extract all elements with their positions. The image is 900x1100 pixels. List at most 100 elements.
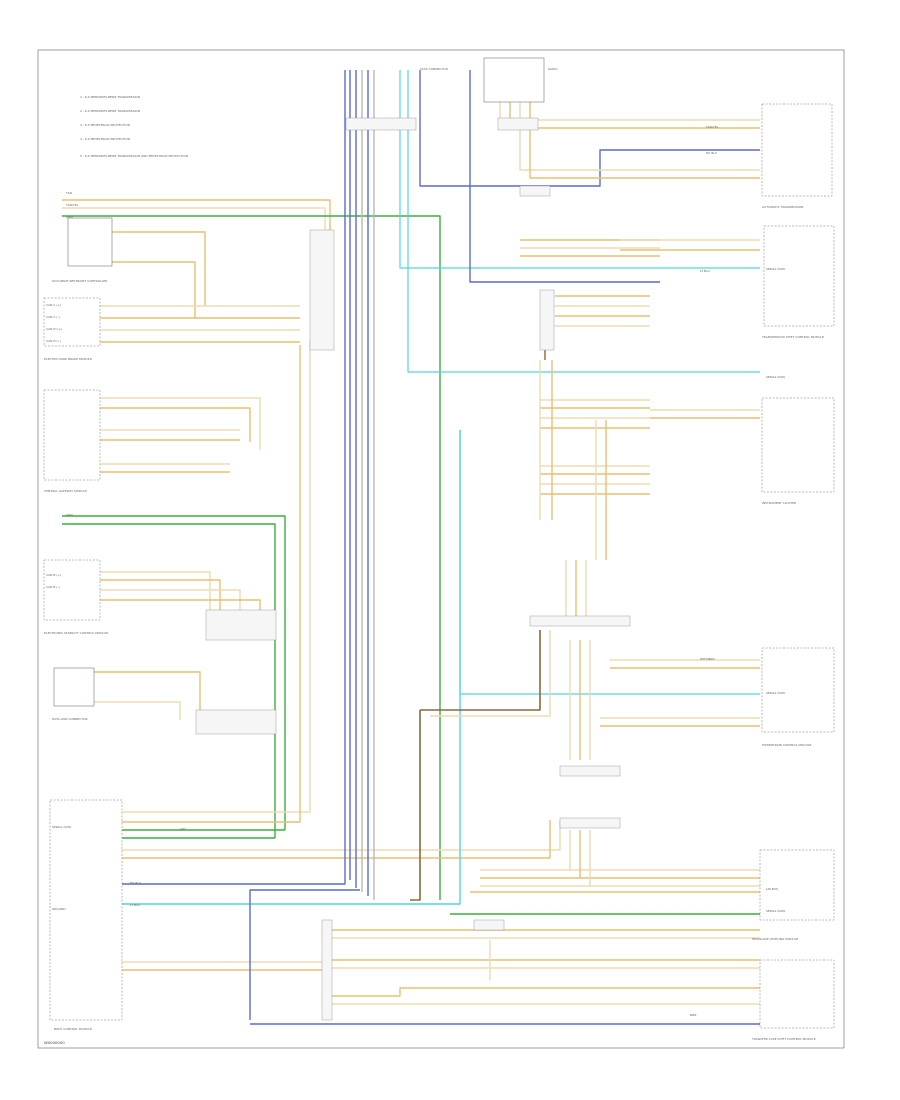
pin-label: SERIAL DATA	[766, 375, 786, 379]
legend: 1 - 6.0 MERCEDES-BENZ TRANSMISSION 2 - 6…	[80, 95, 188, 158]
wire-tag: GRN	[66, 215, 73, 219]
automatic-transmission-box	[761, 103, 833, 197]
wire	[399, 70, 760, 269]
connector	[529, 615, 631, 627]
wire	[519, 96, 760, 171]
wire	[469, 70, 660, 283]
wire	[407, 70, 760, 373]
electric-park-brake-label: ELECTRIC PARK BRAKE MODULE	[44, 357, 92, 361]
pin-label: SERIAL DATA	[766, 691, 786, 695]
wire	[122, 70, 346, 885]
wire	[419, 70, 760, 187]
star-connector-label: STAR CONNECTOR	[420, 67, 448, 71]
wire	[94, 671, 201, 720]
instrument-cluster-label: INSTRUMENT CLUSTER	[762, 501, 796, 505]
wire-layer	[62, 70, 760, 1025]
wire-tag: TAN/YEL	[705, 125, 719, 129]
connector	[309, 229, 335, 351]
pin-label: CAN IH (-)	[46, 339, 61, 343]
powertrain-control-box	[761, 647, 835, 733]
components: OCCUPANT RESTRAINT CONTROLLER ELECTRIC P…	[43, 57, 835, 1041]
wire	[100, 579, 221, 620]
wire	[100, 397, 261, 450]
pin-label: LIN BUS	[766, 887, 778, 891]
wire	[100, 571, 211, 620]
legend-item: 3 - 6.0 PEDESTRIAN PROTECTION	[80, 123, 130, 127]
wire	[112, 261, 196, 318]
wire-tag: DK BLU	[706, 151, 717, 155]
wire	[122, 820, 561, 851]
diagram-frame	[37, 49, 845, 1049]
occupant-restraint-box	[67, 217, 113, 267]
wire-tag: WHT/BRN	[700, 657, 714, 661]
wire	[122, 820, 551, 859]
wire-tag: GRY	[180, 827, 186, 831]
pin-label: CAN B (-)	[46, 585, 60, 589]
legend-item: 5 - 6.0 MERCEDES-BENZ TRANSMISSION AND P…	[80, 154, 188, 158]
automatic-transmission-label: AUTOMATIC TRANSMISSION	[762, 205, 803, 209]
electric-park-brake-box	[43, 297, 101, 347]
pin-label: GROUND	[52, 907, 66, 911]
transmission-shift-box	[763, 225, 835, 327]
legend-item: 2 - 6.0 MERCEDES-BENZ TRANSMISSION	[80, 109, 140, 113]
body-control-label: BODY CONTROL MODULE	[54, 1027, 92, 1031]
instrument-cluster-box	[761, 397, 835, 493]
radio-label: RADIO	[548, 67, 558, 71]
electronic-stability-box	[43, 559, 101, 621]
wire	[529, 96, 760, 179]
wire-tag: GRN	[66, 513, 73, 517]
data-link-box	[53, 667, 95, 707]
transmission-shift-label: TRANSMISSION SHIFT CONTROL MODULE	[761, 335, 824, 339]
legend-item: 4 - 6.0 PEDESTRIAN PROTECTION	[80, 137, 130, 141]
wire	[100, 407, 251, 442]
wire	[112, 231, 206, 306]
wire	[509, 96, 760, 129]
pin-label: CAN C (+)	[46, 303, 61, 307]
pin-label: CAN B (+)	[46, 573, 61, 577]
diagram-code: W0000000	[44, 1040, 65, 1045]
connector	[205, 609, 277, 641]
connector	[321, 919, 333, 1021]
wire	[122, 340, 311, 813]
connector	[559, 817, 621, 829]
wire-tag: DK BLU	[130, 881, 141, 885]
pin-label: CAN IH (+)	[46, 327, 62, 331]
wire	[430, 630, 551, 717]
wire-tag: LT BLU	[700, 269, 710, 273]
wire	[62, 215, 441, 900]
radio-box	[483, 57, 545, 103]
connector	[345, 117, 417, 131]
wire-tag: TAN/YEL	[65, 203, 79, 207]
connector	[195, 709, 277, 735]
body-control-box	[49, 799, 123, 1021]
connector	[559, 765, 621, 777]
pin-label: SERIAL DATA	[766, 909, 786, 913]
data-link-label: DATA LINK CONNECTOR	[52, 717, 88, 721]
transfer-case-label: TRANSFER CASE SHIFT CONTROL MODULE	[751, 1037, 816, 1041]
occupant-restraint-label: OCCUPANT RESTRAINT CONTROLLER	[52, 279, 107, 283]
wire	[122, 345, 301, 823]
pin-labels: CAN C (+) CAN C (-) CAN IH (+) CAN IH (-…	[46, 267, 786, 913]
pin-label: SERIAL DATA	[766, 267, 786, 271]
wire	[62, 199, 331, 235]
wire	[62, 207, 326, 240]
gateway-module-box	[43, 389, 101, 481]
wire-tag: TAN	[65, 191, 72, 195]
pin-label: SERIAL DATA	[52, 825, 72, 829]
wire	[330, 987, 760, 997]
connector	[519, 185, 551, 197]
transfer-case-box	[759, 959, 835, 1029]
connector	[539, 289, 555, 351]
wire-tag: BRN	[690, 1013, 696, 1017]
connector	[473, 919, 505, 931]
wire	[94, 701, 181, 720]
wire	[420, 630, 541, 711]
electronic-stability-label: ELECTRONIC STABILITY CONTROL MODULE	[44, 631, 108, 635]
wire-tag: LT BLU	[130, 903, 140, 907]
powertrain-control-label: POWERTRAIN CONTROL MODULE	[762, 743, 812, 747]
pin-label: CAN C (-)	[46, 315, 60, 319]
wire	[459, 430, 760, 695]
wire	[122, 430, 461, 905]
